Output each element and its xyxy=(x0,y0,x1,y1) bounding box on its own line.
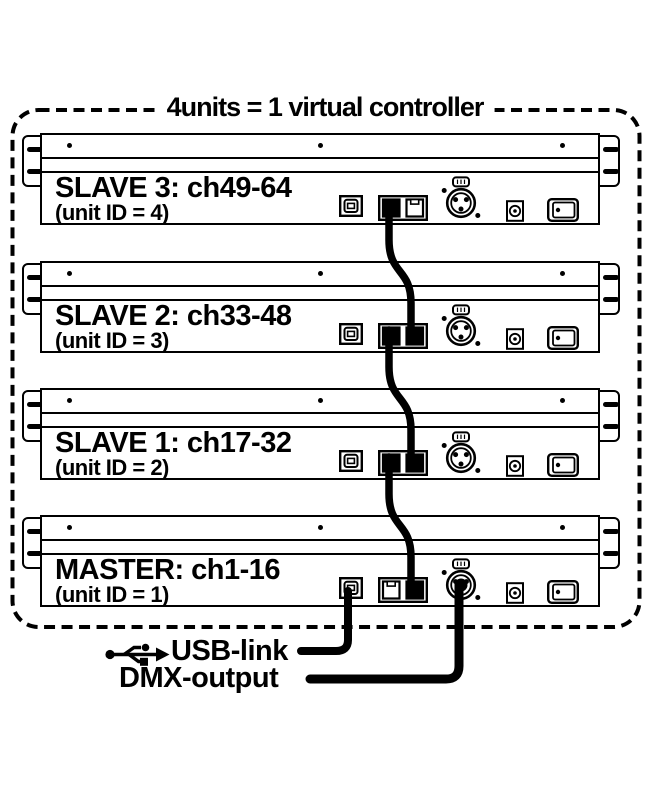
mounting-slot xyxy=(603,551,619,556)
link-port-right xyxy=(405,580,425,600)
usb-b-port xyxy=(339,577,363,599)
mounting-slot xyxy=(603,275,619,280)
usb-b-port xyxy=(339,195,363,217)
unit-rear-panel: SLAVE 1: ch17-32 (unit ID = 2) xyxy=(40,388,600,480)
link-port-right xyxy=(405,453,425,473)
rack-unit-4: MASTER: ch1-16 (unit ID = 1) xyxy=(0,515,650,607)
unit-label: SLAVE 1: ch17-32 xyxy=(55,427,292,459)
power-switch xyxy=(547,453,579,477)
screw-icon xyxy=(560,398,565,403)
unit-label: SLAVE 2: ch33-48 xyxy=(55,300,292,332)
unit-label: MASTER: ch1-16 xyxy=(55,554,281,586)
dmx-xlr-connector xyxy=(441,176,481,219)
unit-rear-panel: MASTER: ch1-16 (unit ID = 1) xyxy=(40,515,600,607)
mounting-slot xyxy=(603,424,619,429)
mounting-slot xyxy=(603,529,619,534)
dmx-xlr-connector xyxy=(441,558,481,601)
power-jack xyxy=(506,200,524,222)
mounting-slot xyxy=(603,402,619,407)
usb-link-label: USB-link xyxy=(171,635,288,667)
usb-b-port xyxy=(339,323,363,345)
panel-seam xyxy=(42,552,598,555)
rack-unit-1: SLAVE 3: ch49-64 (unit ID = 4) xyxy=(0,133,650,225)
ethernet-link-ports xyxy=(378,450,428,476)
mounting-slot xyxy=(27,402,43,407)
usb-b-port xyxy=(339,450,363,472)
screw-icon xyxy=(560,525,565,530)
panel-seam xyxy=(42,539,598,542)
mounting-slot xyxy=(27,297,43,302)
panel-seam xyxy=(42,298,598,301)
ethernet-link-ports xyxy=(378,577,428,603)
diagram-title: 4units = 1 virtual controller xyxy=(155,92,495,123)
ethernet-link-ports xyxy=(378,323,428,349)
dmx-xlr-connector xyxy=(441,304,481,347)
screw-icon xyxy=(318,271,323,276)
link-port-left xyxy=(381,198,401,218)
unit-id-label: (unit ID = 1) xyxy=(55,582,169,607)
screw-icon xyxy=(318,143,323,148)
mounting-slot xyxy=(603,169,619,174)
mounting-slot xyxy=(27,529,43,534)
power-jack xyxy=(506,455,524,477)
screw-icon xyxy=(560,143,565,148)
mounting-slot xyxy=(27,147,43,152)
rack-unit-3: SLAVE 1: ch17-32 (unit ID = 2) xyxy=(0,388,650,480)
dmx-output-label: DMX-output xyxy=(119,662,279,694)
unit-id-label: (unit ID = 2) xyxy=(55,455,169,480)
panel-seam xyxy=(42,157,598,160)
screw-icon xyxy=(67,398,72,403)
ethernet-link-ports xyxy=(378,195,428,221)
unit-rear-panel: SLAVE 2: ch33-48 (unit ID = 3) xyxy=(40,261,600,353)
unit-rear-panel: SLAVE 3: ch49-64 (unit ID = 4) xyxy=(40,133,600,225)
mounting-slot xyxy=(27,551,43,556)
panel-seam xyxy=(42,425,598,428)
power-jack xyxy=(506,328,524,350)
rack-unit-2: SLAVE 2: ch33-48 (unit ID = 3) xyxy=(0,261,650,353)
panel-seam xyxy=(42,412,598,415)
screw-icon xyxy=(67,525,72,530)
mounting-slot xyxy=(27,275,43,280)
unit-id-label: (unit ID = 4) xyxy=(55,200,169,225)
screw-icon xyxy=(67,143,72,148)
panel-seam xyxy=(42,285,598,288)
power-jack xyxy=(506,582,524,604)
link-port-right xyxy=(405,326,425,346)
mounting-slot xyxy=(603,147,619,152)
mounting-slot xyxy=(27,169,43,174)
mounting-slot xyxy=(27,424,43,429)
mounting-slot xyxy=(603,297,619,302)
link-port-left xyxy=(381,453,401,473)
power-switch xyxy=(547,198,579,222)
panel-seam xyxy=(42,170,598,173)
screw-icon xyxy=(318,398,323,403)
dmx-xlr-connector xyxy=(441,431,481,474)
unit-id-label: (unit ID = 3) xyxy=(55,328,169,353)
link-port-left xyxy=(381,326,401,346)
unit-label: SLAVE 3: ch49-64 xyxy=(55,172,292,204)
power-switch xyxy=(547,580,579,604)
screw-icon xyxy=(318,525,323,530)
power-switch xyxy=(547,326,579,350)
xlr-plug xyxy=(454,578,468,592)
screw-icon xyxy=(560,271,565,276)
screw-icon xyxy=(67,271,72,276)
